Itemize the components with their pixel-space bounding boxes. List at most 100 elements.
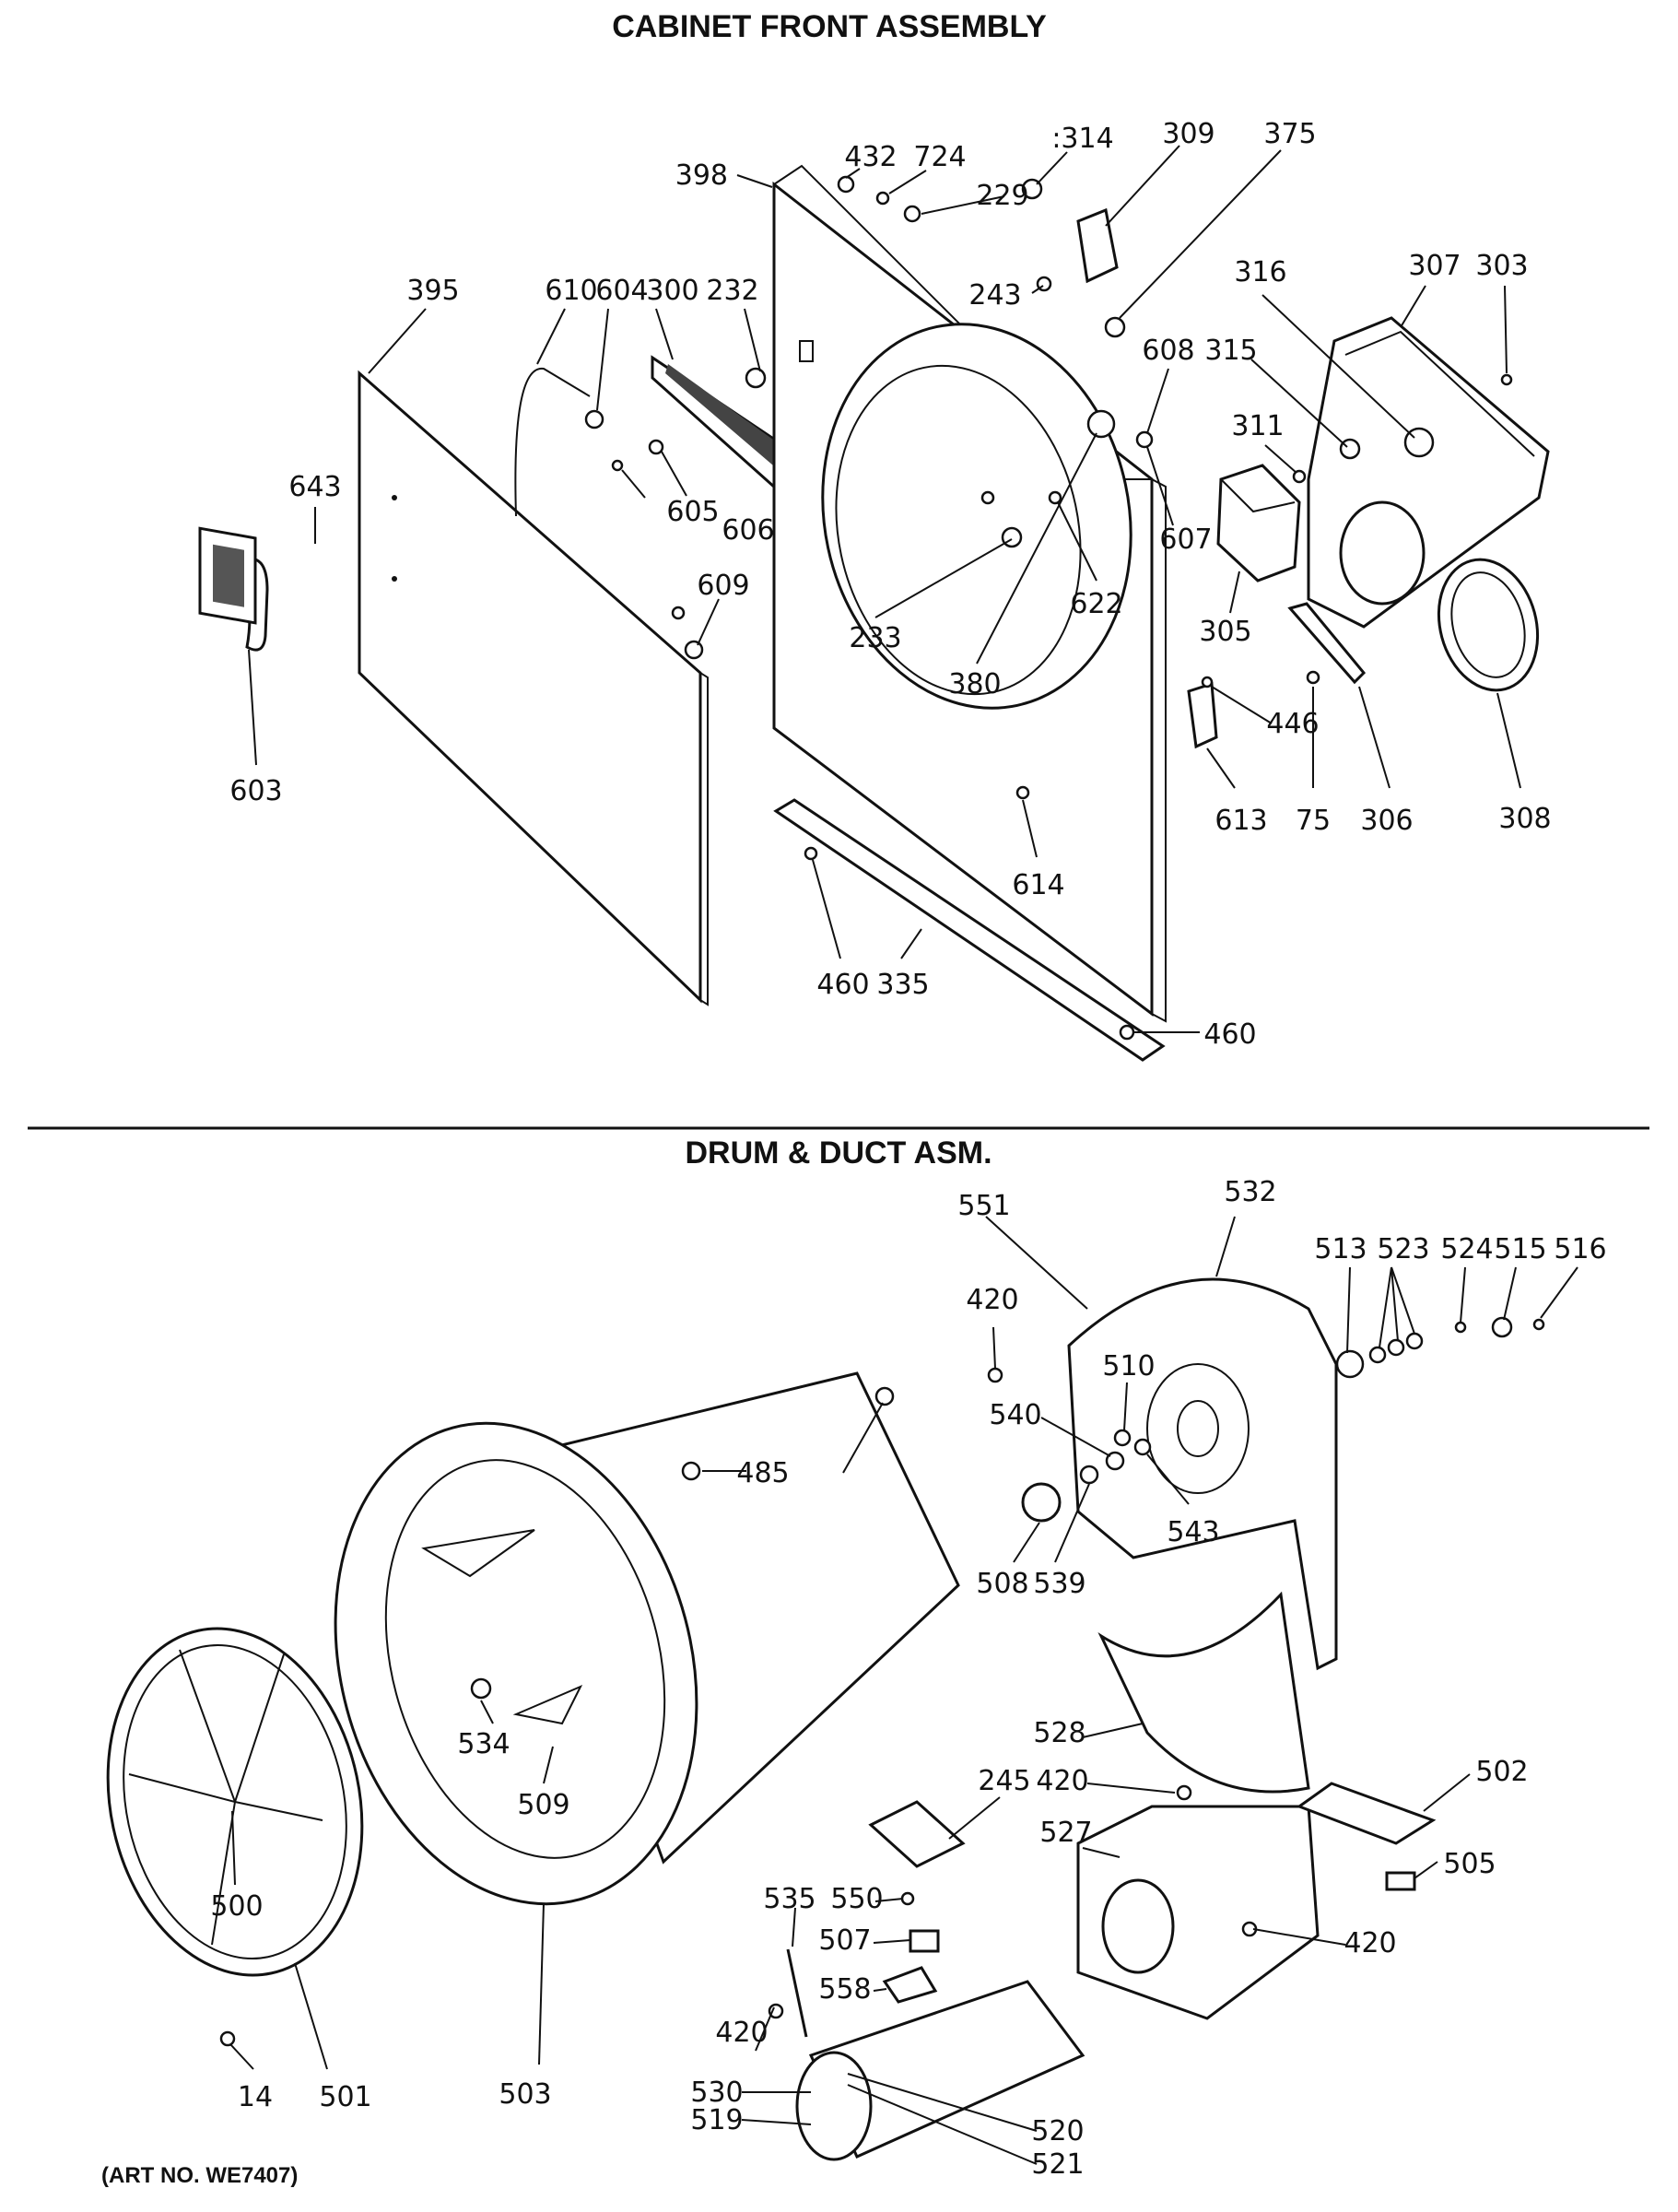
- callout-label: 551: [957, 1190, 1010, 1222]
- callout-label: 460: [816, 969, 869, 1001]
- callout-label: :314: [1051, 123, 1113, 155]
- callout-label: 605: [666, 496, 719, 528]
- callout-label: 502: [1475, 1756, 1528, 1788]
- callout-label: 501: [319, 2081, 371, 2113]
- callout-label: 485: [736, 1457, 789, 1489]
- callout-label: 607: [1159, 524, 1212, 556]
- callout-label: 614: [1012, 869, 1064, 901]
- rod-535: [786, 1948, 808, 2038]
- plate-558: [882, 1966, 938, 2004]
- bottom-strip-335: [773, 798, 1166, 1062]
- front-panel-395: [358, 370, 709, 1006]
- callout-label: 306: [1360, 805, 1413, 837]
- callout-label: 505: [1443, 1848, 1496, 1880]
- callout-label: 315: [1204, 335, 1257, 367]
- callout-label: 303: [1475, 250, 1528, 282]
- drum-duct-title: DRUM & DUCT ASM.: [685, 1135, 992, 1171]
- callout-label: 446: [1266, 708, 1319, 740]
- box-305: [1216, 464, 1301, 582]
- callout-label: 305: [1199, 616, 1251, 648]
- switch-309: [1076, 207, 1119, 284]
- callout-label: 309: [1162, 118, 1214, 150]
- callout-label: 375: [1263, 118, 1316, 150]
- callout-label: 540: [989, 1399, 1041, 1431]
- badge-643: [198, 526, 257, 625]
- callout-label: 521: [1031, 2148, 1084, 2181]
- callout-label: 395: [406, 275, 459, 307]
- callout-label: 308: [1498, 803, 1551, 835]
- callout-label: 316: [1234, 256, 1286, 288]
- callout-label: 524: [1440, 1233, 1493, 1265]
- callout-label: 558: [818, 1973, 871, 2006]
- callout-label: 507: [818, 1924, 871, 1957]
- callout-label: 420: [715, 2017, 768, 2049]
- callout-label: 534: [457, 1728, 510, 1760]
- callout-label: 519: [690, 2104, 743, 2136]
- callout-label: 233: [849, 622, 901, 654]
- callout-label: 420: [966, 1284, 1018, 1316]
- callout-label: 75: [1296, 805, 1331, 837]
- callout-label: 500: [210, 1890, 263, 1923]
- callout-label: 539: [1033, 1568, 1085, 1600]
- plate-245: [868, 1800, 966, 1868]
- callout-label: 460: [1203, 1018, 1256, 1051]
- callout-label: 543: [1167, 1516, 1219, 1548]
- callout-label: 510: [1102, 1350, 1155, 1382]
- callout-label: 300: [646, 275, 698, 307]
- callout-label: 622: [1070, 588, 1122, 620]
- heater-519: [795, 1980, 1085, 2161]
- drum-hardware: [219, 1316, 1545, 2047]
- rear-bulkhead-532: [1067, 1277, 1338, 1671]
- hinge-613: [1187, 681, 1218, 749]
- callout-label: 528: [1033, 1717, 1085, 1749]
- callout-label: 516: [1554, 1233, 1606, 1265]
- main-front-panel-398: [772, 164, 1167, 1023]
- leader-lines: [229, 145, 1578, 2165]
- callout-label: 515: [1494, 1233, 1546, 1265]
- callout-label: 523: [1377, 1233, 1429, 1265]
- callout-label: 613: [1214, 805, 1267, 837]
- thermostat-505: [1385, 1871, 1416, 1891]
- ring-308: [1437, 558, 1540, 692]
- callout-label: 509: [517, 1789, 569, 1821]
- duct-528: [1097, 1591, 1310, 1794]
- callout-label: 610: [545, 275, 597, 307]
- callout-label: 432: [844, 141, 897, 173]
- callout-labels: 398 432 724 :314 309 375 229 243 395 610…: [210, 118, 1606, 2181]
- callout-label: 398: [675, 159, 728, 192]
- callout-label: 307: [1408, 250, 1461, 282]
- drum-503: [334, 1371, 960, 1906]
- callout-label: 527: [1039, 1817, 1092, 1849]
- callout-label: 532: [1224, 1176, 1276, 1208]
- art-number: (ART NO. WE7407): [101, 2163, 298, 2188]
- heater-housing-527: [1076, 1805, 1320, 2020]
- callout-label: 724: [913, 141, 966, 173]
- callout-label: 520: [1031, 2115, 1084, 2147]
- callout-label: 508: [976, 1568, 1028, 1600]
- thermostat-507: [909, 1929, 940, 1953]
- callout-label: 530: [690, 2077, 743, 2109]
- callout-label: 229: [976, 180, 1028, 212]
- callout-label: 606: [722, 514, 774, 547]
- callout-label: 604: [595, 275, 648, 307]
- callout-label: 420: [1344, 1927, 1396, 1959]
- door-ring-501: [106, 1627, 364, 1977]
- callout-label: 420: [1036, 1765, 1088, 1797]
- callout-label: 643: [288, 471, 341, 503]
- callout-label: 335: [876, 969, 929, 1001]
- callout-label: 503: [499, 2078, 551, 2111]
- callout-label: 550: [830, 1883, 883, 1915]
- callout-label: 245: [978, 1765, 1030, 1797]
- plate-502: [1296, 1782, 1437, 1845]
- callout-label: 609: [697, 570, 749, 602]
- callout-label: 535: [763, 1883, 816, 1915]
- callout-label: 380: [948, 668, 1001, 700]
- callout-label: 232: [706, 275, 758, 307]
- callout-label: 311: [1231, 410, 1284, 442]
- cabinet-front-title: CABINET FRONT ASSEMBLY: [612, 9, 1047, 44]
- strip-306: [1287, 602, 1367, 685]
- callout-label: 14: [238, 2081, 273, 2113]
- roller-508: [1021, 1482, 1062, 1523]
